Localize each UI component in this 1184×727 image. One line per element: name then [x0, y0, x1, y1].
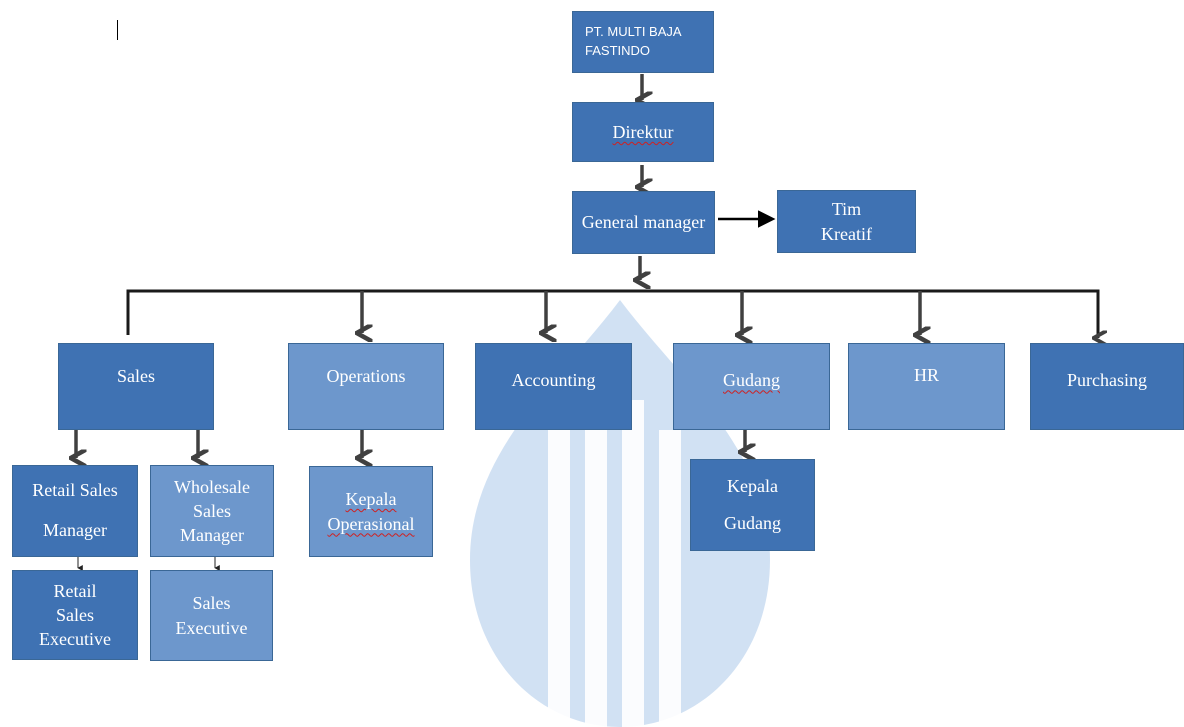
node-sales-label: Sales — [117, 366, 155, 387]
node-direktur-label: Direktur — [612, 121, 674, 142]
node-kepala-gudang-label: Kepala Gudang — [724, 475, 781, 534]
node-company: PT. MULTI BAJA FASTINDO — [572, 11, 714, 73]
node-operations: Operations — [288, 343, 444, 430]
node-retail-mgr-label: Retail Sales Manager — [32, 480, 118, 540]
text-cursor — [117, 20, 118, 40]
node-purchasing: Purchasing — [1030, 343, 1184, 430]
node-sales-executive: Sales Executive — [150, 570, 273, 661]
node-wholesale-sales-manager: Wholesale Sales Manager — [150, 465, 274, 557]
horizontal-bus — [126, 289, 1098, 338]
node-general-manager: General manager — [572, 191, 715, 254]
node-gm-label: General manager — [581, 212, 706, 233]
node-kepala-gudang: Kepala Gudang — [690, 459, 815, 551]
node-hr-label: HR — [913, 365, 939, 386]
node-accounting: Accounting — [475, 343, 632, 430]
node-wholesale-mgr-label: Wholesale Sales Manager — [174, 476, 250, 546]
node-sales: Sales — [58, 343, 214, 430]
node-company-label: PT. MULTI BAJA FASTINDO — [585, 24, 682, 58]
node-retail-exec-label: Retail Sales Executive — [39, 580, 111, 650]
node-direktur: Direktur — [572, 102, 714, 162]
node-retail-sales-executive: Retail Sales Executive — [12, 570, 138, 660]
node-gudang-label: Gudang — [723, 370, 780, 391]
node-tim-label: Tim Kreatif — [821, 199, 872, 244]
node-kepala-operasional: Kepala Operasional — [309, 466, 433, 557]
node-accounting-label: Accounting — [511, 370, 596, 391]
node-sales-exec-label: Sales Executive — [175, 593, 248, 638]
node-gudang: Gudang — [673, 343, 830, 430]
node-kepala-ops-label: Kepala Operasional — [327, 489, 415, 534]
node-hr: HR — [848, 343, 1005, 430]
node-purchasing-label: Purchasing — [1067, 370, 1147, 391]
node-retail-sales-manager: Retail Sales Manager — [12, 465, 138, 557]
node-operations-label: Operations — [326, 366, 406, 387]
node-tim-kreatif: Tim Kreatif — [777, 190, 916, 253]
